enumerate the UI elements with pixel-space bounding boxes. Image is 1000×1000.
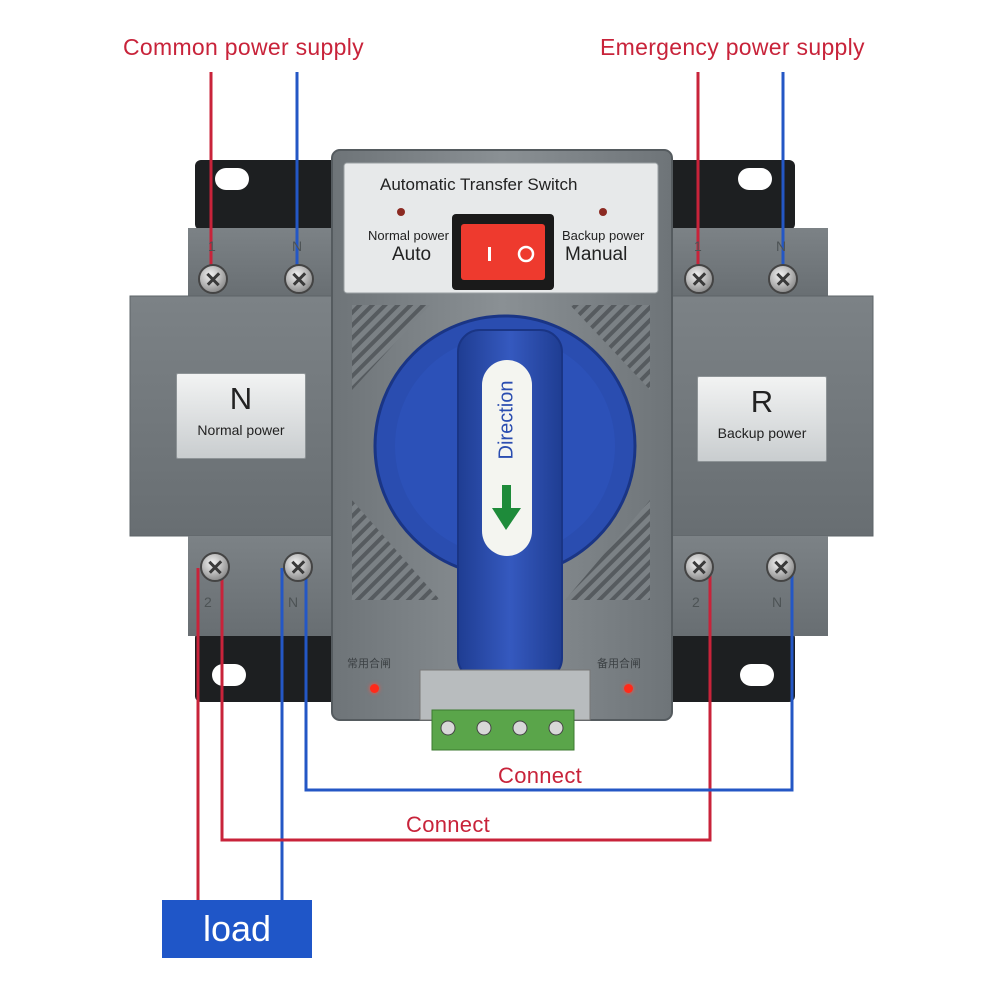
terminal-screw-top-left-1	[198, 264, 228, 294]
terminal-screw-top-left-n	[284, 264, 314, 294]
mode-rocker-switch[interactable]	[452, 214, 554, 290]
connect-label-lower: Connect	[406, 812, 491, 837]
terminal-screw-bottom-left-n	[283, 552, 313, 582]
normal-power-plate: N Normal power	[176, 373, 306, 459]
load-label: load	[202, 908, 272, 949]
terminal-screw-top-right-1	[684, 264, 714, 294]
direction-handle[interactable]	[373, 314, 637, 681]
terminal-label: N	[776, 238, 787, 254]
handle-direction-text: Direction	[495, 380, 518, 460]
terminal-label: N	[772, 594, 783, 610]
auto-mode-label: Auto	[392, 244, 432, 265]
normal-close-tag: 常用合闸	[347, 658, 391, 670]
common-power-supply-label: Common power supply	[123, 34, 364, 60]
plate-caption: Normal power	[197, 422, 285, 438]
terminal-label: 1	[694, 238, 702, 254]
terminal-label: N	[288, 594, 299, 610]
terminal-screw-top-right-n	[768, 264, 798, 294]
terminal-screw-bottom-left-2	[200, 552, 230, 582]
terminal-label: 2	[692, 594, 700, 610]
backup-close-tag: 备用合闸	[597, 658, 641, 670]
emergency-power-supply-label: Emergency power supply	[600, 34, 865, 60]
terminal-screw-bottom-right-n	[766, 552, 796, 582]
connect-label-upper: Connect	[498, 763, 583, 788]
normal-power-led	[370, 684, 379, 693]
right-indicator-label: Backup power	[562, 228, 645, 243]
wiring	[196, 72, 794, 905]
backup-power-led	[624, 684, 633, 693]
device-title: Automatic Transfer Switch	[380, 175, 578, 194]
control-terminal-block	[419, 669, 591, 751]
terminal-label: N	[292, 238, 303, 254]
terminal-screw-bottom-right-2	[684, 552, 714, 582]
plate-caption: Backup power	[717, 425, 807, 441]
terminal-label: 1	[208, 238, 216, 254]
manual-mode-label: Manual	[565, 244, 628, 265]
plate-letter: N	[229, 381, 253, 416]
terminal-label: 2	[204, 594, 212, 610]
backup-power-plate: R Backup power	[697, 376, 827, 462]
plate-letter: R	[750, 384, 774, 419]
load-box: load	[162, 900, 312, 958]
left-indicator-label: Normal power	[368, 228, 449, 243]
